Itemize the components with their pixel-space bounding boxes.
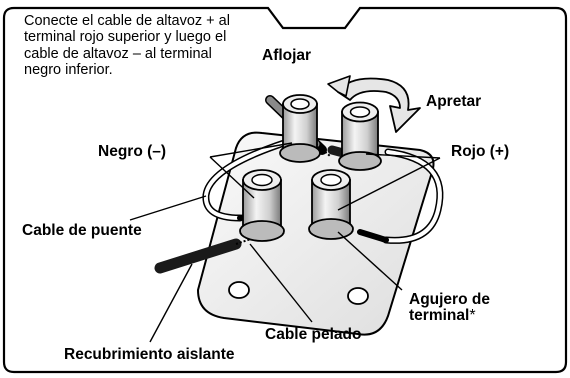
terminal-post-bottom-right: [308, 169, 354, 240]
terminal-post-top-left: [279, 94, 321, 163]
terminal-hole-line1: Agujero de: [409, 291, 490, 308]
jumper-cable-label: Cable de puente: [22, 222, 142, 239]
terminal-post-top-right: [338, 101, 382, 171]
instruction-text: Conecte el cable de altavoz + al termina…: [24, 13, 230, 79]
insulation-label: Recubrimiento aislante: [64, 346, 235, 363]
tighten-loosen-arrow: [337, 77, 421, 133]
negative-terminal-label: Negro (–): [98, 143, 167, 160]
tighten-label: Apretar: [426, 93, 482, 110]
terminal-hole-mark: *: [469, 307, 476, 325]
terminal-hole-label: Agujero de terminal*: [409, 291, 490, 325]
speaker-cable-dark: [154, 238, 242, 274]
frame-border: [2, 6, 568, 374]
positive-terminal-label: Rojo (+): [451, 143, 510, 160]
plate-hole-left: [228, 281, 250, 299]
stripped-cable-label: Cable pelado: [265, 326, 362, 343]
loosen-label: Aflojar: [262, 47, 312, 64]
terminal-hole-line2: terminal*: [409, 307, 476, 325]
terminal-post-bottom-left: [239, 169, 285, 242]
plate-hole-right: [347, 287, 369, 305]
leader-lines: [129, 142, 441, 343]
